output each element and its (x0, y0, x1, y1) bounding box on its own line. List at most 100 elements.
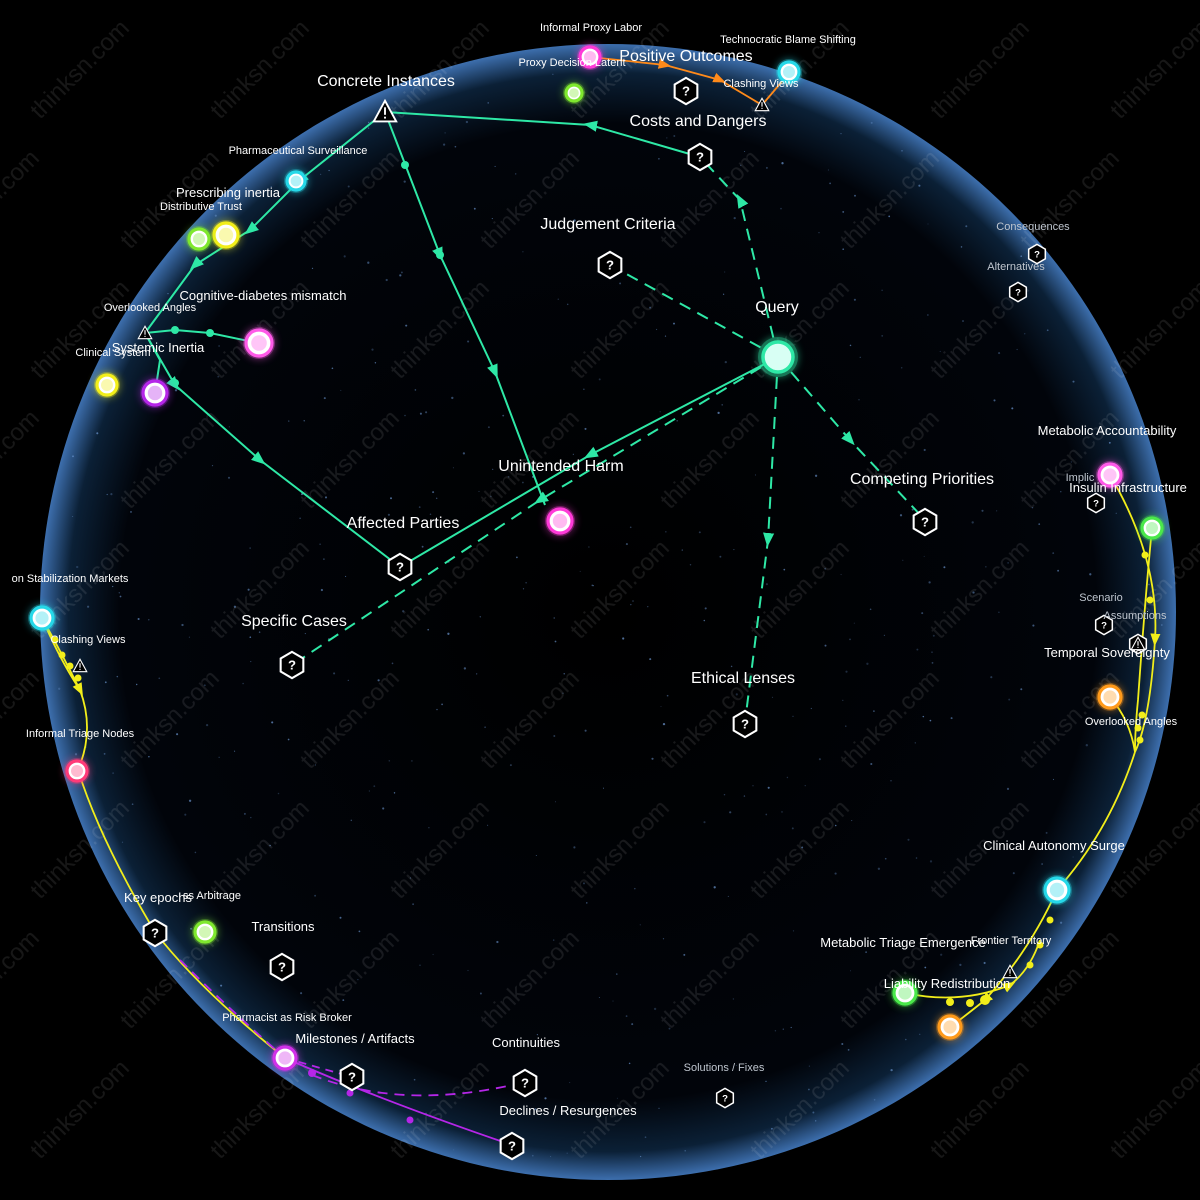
edge-pharmacist-declines (284, 1057, 513, 1146)
hub-node-transitions[interactable] (269, 952, 295, 982)
topic-node-proxy-decision-latent[interactable] (563, 82, 585, 104)
hub-label-concrete-instances: Concrete Instances (317, 73, 455, 90)
topic-node-distributive-trust[interactable] (186, 226, 212, 252)
star (927, 223, 929, 225)
star (428, 827, 430, 829)
star (724, 271, 726, 273)
node-circle (564, 83, 584, 103)
star (783, 568, 786, 571)
star (727, 895, 729, 897)
hub-node-alternatives[interactable] (1008, 281, 1028, 303)
star (658, 1107, 660, 1109)
star (735, 1064, 738, 1067)
star (572, 453, 574, 455)
topic-node-insulin-infrastructure[interactable] (1139, 515, 1165, 541)
question-hex-icon (387, 552, 413, 582)
hub-node-specific-cases[interactable] (279, 650, 305, 680)
node-core (199, 926, 211, 938)
star (1011, 407, 1014, 410)
edge-liability-frontier (904, 939, 1041, 999)
hub-node-solutions-fixes[interactable] (715, 1087, 735, 1109)
topic-node-prescribing-inertia[interactable] (211, 220, 241, 250)
topic-node-cognitive-diabetes-mismatch[interactable] (243, 327, 275, 359)
node-circle (546, 507, 574, 535)
star (998, 611, 1000, 614)
hub-label-specific-cases: Specific Cases (241, 613, 347, 630)
topic-node-informal-proxy-labor[interactable] (577, 44, 603, 70)
topic-label-ss-arbitrage: ss Arbitrage (183, 890, 241, 902)
topic-node-informal-triage-nodes[interactable] (64, 758, 90, 784)
topic-node-systemic-inertia[interactable] (140, 378, 170, 408)
topic-node-frontier-territory[interactable] (936, 1013, 964, 1041)
hub-label-solutions-fixes: Solutions / Fixes (684, 1062, 765, 1074)
query-node[interactable] (758, 337, 798, 377)
topic-node-metabolic-accountability[interactable] (1096, 461, 1124, 489)
hub-node-milestones-artifacts[interactable] (339, 1062, 365, 1092)
star (873, 710, 875, 712)
topic-node-pharmacist-as-risk-broker[interactable] (271, 1044, 299, 1072)
hub-node-positive-outcomes[interactable] (673, 76, 699, 106)
hub-node-affected-parties[interactable] (387, 552, 413, 582)
hub-node-costs-and-dangers[interactable] (687, 142, 713, 172)
star (583, 388, 585, 390)
topic-node-technocratic-blame-shifting[interactable] (776, 59, 802, 85)
hub-node-competing-priorities[interactable] (912, 507, 938, 537)
star (804, 785, 806, 787)
star (1008, 698, 1011, 701)
star (792, 930, 795, 932)
star (845, 725, 847, 727)
star (479, 992, 482, 995)
star (399, 274, 402, 277)
star (194, 851, 197, 854)
star (993, 399, 996, 402)
star (723, 793, 726, 796)
node-core (218, 227, 234, 243)
hub-node-continuities[interactable] (512, 1068, 538, 1098)
star (598, 378, 601, 381)
hub-label-judgement-criteria: Judgement Criteria (540, 216, 675, 233)
star (866, 662, 869, 665)
star (112, 585, 114, 588)
star (569, 1082, 571, 1084)
star (812, 1111, 815, 1114)
star (1038, 523, 1041, 525)
hub-node-implic[interactable] (1086, 492, 1106, 514)
topic-node-overlooked-angles[interactable] (1096, 683, 1124, 711)
star (704, 607, 707, 610)
star (842, 248, 845, 251)
topic-node-pharmaceutical-surveillance[interactable] (284, 169, 308, 193)
star (870, 762, 873, 766)
hub-node-key-epochs[interactable] (142, 918, 168, 948)
star (923, 448, 926, 452)
star (323, 558, 325, 560)
hub-node-declines-resurgences[interactable] (499, 1131, 525, 1161)
star (373, 785, 376, 788)
star (188, 799, 192, 802)
watermark-text: thinksn.com (0, 665, 45, 775)
star (277, 792, 280, 795)
star (300, 992, 303, 995)
star (509, 764, 512, 767)
watermark-text: thinksn.com (25, 1055, 135, 1165)
topic-node-clinical-system[interactable] (94, 372, 120, 398)
star (562, 692, 564, 694)
question-hex-icon (732, 709, 758, 739)
watermark-text: thinksn.com (0, 145, 45, 255)
question-hex-icon (597, 250, 623, 280)
star (928, 581, 931, 584)
star (902, 559, 904, 561)
star (205, 723, 209, 727)
star (564, 220, 566, 223)
purple-edge-dots (308, 1069, 414, 1124)
star (390, 497, 392, 500)
star (791, 827, 794, 830)
hub-node-judgement-criteria[interactable] (597, 250, 623, 280)
topic-node-liability-redistribution[interactable] (891, 979, 919, 1007)
topic-node-clinical-autonomy-surge[interactable] (1042, 875, 1072, 905)
edge-costs-concrete (384, 111, 701, 158)
topic-node-on-stabilization-markets[interactable] (28, 604, 56, 632)
hub-node-ethical-lenses[interactable] (732, 709, 758, 739)
watermark-text: thinksn.com (1195, 405, 1200, 515)
topic-node-unintended-harm[interactable] (545, 506, 575, 536)
topic-node-ss-arbitrage[interactable] (192, 919, 218, 945)
